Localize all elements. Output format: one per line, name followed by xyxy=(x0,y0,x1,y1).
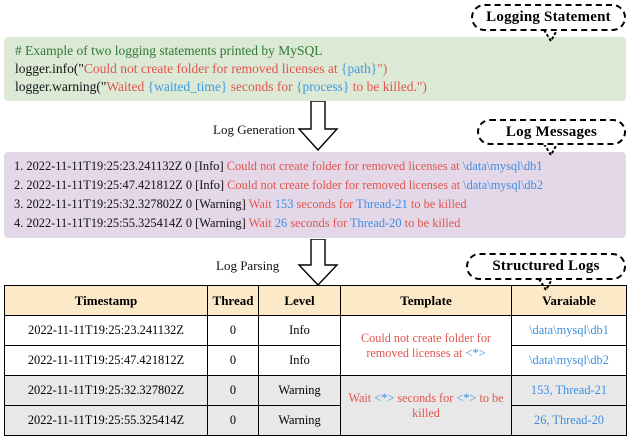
cell-variable: \data\mysql\db2 xyxy=(511,345,627,376)
log-msg-b: seconds for xyxy=(287,216,350,230)
cell-variable: \data\mysql\db1 xyxy=(511,315,627,346)
cell-timestamp: 2022-11-11T19:25:23.241132Z xyxy=(4,315,208,346)
log-msg-a: Wait xyxy=(248,197,275,211)
log-line: 3. 2022-11-11T19:25:32.327802Z 0 [Warnin… xyxy=(14,195,467,213)
log-meta: 2022-11-11T19:25:32.327802Z 0 [Warning] xyxy=(23,197,249,211)
code-warning-var-waited-time: {waited_time} xyxy=(147,79,228,94)
log-msg-a: Could not create folder for removed lice… xyxy=(226,159,463,173)
arrow-log-generation xyxy=(296,101,340,151)
template-text-b: seconds for xyxy=(394,390,457,405)
cell-variable: 153, Thread-21 xyxy=(511,375,627,406)
callout-structured-logs: Structured Logs xyxy=(466,253,626,280)
log-var-b: Thread-20 xyxy=(349,216,402,230)
template-text-a: Could not create folder for removed lice… xyxy=(361,330,491,360)
log-meta: 2022-11-11T19:25:47.421812Z 0 [Info] xyxy=(23,178,228,192)
table-header-timestamp[interactable]: Timestamp xyxy=(4,285,208,316)
callout-log-messages-label: Log Messages xyxy=(505,123,598,140)
cell-variable: 26, Thread-20 xyxy=(511,405,627,436)
cell-timestamp: 2022-11-11T19:25:32.327802Z xyxy=(4,375,208,406)
log-msg-c: to be killed xyxy=(407,197,467,211)
code-warning-prefix: logger.warning(" xyxy=(15,79,107,94)
logging-statement-panel: # Example of two logging statements prin… xyxy=(4,37,626,101)
log-messages-panel: 1. 2022-11-11T19:25:23.241132Z 0 [Info] … xyxy=(4,152,626,238)
callout-logging-statement-tail xyxy=(543,30,559,42)
cell-timestamp: 2022-11-11T19:25:47.421812Z xyxy=(4,345,208,376)
callout-log-messages-tail xyxy=(543,144,559,156)
code-warning-var-process: {process} xyxy=(295,79,350,94)
callout-logging-statement: Logging Statement xyxy=(471,4,626,31)
log-msg-b: seconds for xyxy=(293,197,357,211)
log-index: 4. xyxy=(14,216,24,230)
log-msg-c: to be killed xyxy=(401,216,461,230)
template-text-c: to be killed xyxy=(412,390,504,420)
callout-log-messages: Log Messages xyxy=(477,119,626,145)
log-line: 2. 2022-11-11T19:25:47.421812Z 0 [Info] … xyxy=(14,176,543,194)
template-text-a: Wait xyxy=(348,390,375,405)
log-msg-a: Could not create folder for removed lice… xyxy=(227,178,464,192)
code-info-suffix: ") xyxy=(377,61,388,76)
cell-level: Warning xyxy=(258,405,341,436)
arrow-log-parsing xyxy=(296,239,340,286)
log-index: 1. xyxy=(14,159,24,173)
code-warning-text-a: Waited xyxy=(106,79,148,94)
structured-logs-table: Timestamp Thread Level Template Varaiabl… xyxy=(4,285,627,436)
table-row: 2022-11-11T19:25:55.325414Z 0 Warning 26… xyxy=(4,405,627,436)
cell-thread: 0 xyxy=(207,375,259,406)
code-info-text-a: Could not create folder for removed lice… xyxy=(83,61,342,76)
code-warning-text-c: to be killed. xyxy=(349,79,417,94)
cell-level: Info xyxy=(258,345,341,376)
cell-level: Info xyxy=(258,315,341,346)
template-wildcard: <*> xyxy=(465,345,486,360)
table-row: 2022-11-11T19:25:23.241132Z 0 Info Could… xyxy=(4,315,627,376)
cell-level: Warning xyxy=(258,375,341,406)
arrow-label-log-generation: Log Generation xyxy=(213,122,295,137)
code-warning-text-b: seconds for xyxy=(227,79,296,94)
table-header-template[interactable]: Template xyxy=(340,285,512,316)
code-comment-text: # Example of two logging statements prin… xyxy=(15,43,323,58)
table-row: 2022-11-11T19:25:47.421812Z 0 Info \data… xyxy=(4,345,627,376)
log-line: 1. 2022-11-11T19:25:23.241132Z 0 [Info] … xyxy=(14,157,543,175)
cell-thread: 0 xyxy=(207,315,259,346)
template-wildcard-2: <*> xyxy=(456,390,477,405)
table-row: 2022-11-11T19:25:32.327802Z 0 Warning Wa… xyxy=(4,375,627,436)
table-header-row: Timestamp Thread Level Template Varaiabl… xyxy=(4,285,627,316)
log-var-a: 26 xyxy=(274,216,288,230)
log-var-a: \data\mysql\db2 xyxy=(463,178,544,192)
code-comment-line: # Example of two logging statements prin… xyxy=(15,42,322,60)
table-header-variable[interactable]: Varaiable xyxy=(511,285,627,316)
code-line-warning: logger.warning("Waited {waited_time} sec… xyxy=(15,78,427,96)
log-index: 3. xyxy=(14,197,24,211)
arrow-label-log-parsing: Log Parsing xyxy=(216,258,280,273)
cell-timestamp: 2022-11-11T19:25:55.325414Z xyxy=(4,405,208,436)
code-line-info: logger.info("Could not create folder for… xyxy=(15,60,387,78)
log-line: 4. 2022-11-11T19:25:55.325414Z 0 [Warnin… xyxy=(14,214,460,232)
cell-thread: 0 xyxy=(207,405,259,436)
log-index: 2. xyxy=(14,178,24,192)
callout-structured-logs-tail xyxy=(538,279,554,291)
log-meta: 2022-11-11T19:25:23.241132Z 0 [Info] xyxy=(23,159,227,173)
log-var-b: Thread-21 xyxy=(356,197,408,211)
table-header-thread[interactable]: Thread xyxy=(207,285,259,316)
log-msg-a: Wait xyxy=(248,216,275,230)
cell-template: Could not create folder for removed lice… xyxy=(340,315,512,376)
code-info-prefix: logger.info(" xyxy=(15,61,84,76)
callout-structured-logs-label: Structured Logs xyxy=(492,258,600,274)
cell-thread: 0 xyxy=(207,345,259,376)
cell-template: Wait <*> seconds for <*> to be killed xyxy=(340,375,512,436)
log-meta: 2022-11-11T19:25:55.325414Z 0 [Warning] xyxy=(23,216,249,230)
code-warning-suffix: ") xyxy=(416,79,427,94)
code-info-var-path: {path} xyxy=(341,61,378,76)
log-var-a: 153 xyxy=(274,197,294,211)
template-wildcard: <*> xyxy=(374,390,395,405)
table-header-level[interactable]: Level xyxy=(258,285,341,316)
log-var-a: \data\mysql\db1 xyxy=(462,159,543,173)
callout-logging-statement-label: Logging Statement xyxy=(486,9,611,25)
